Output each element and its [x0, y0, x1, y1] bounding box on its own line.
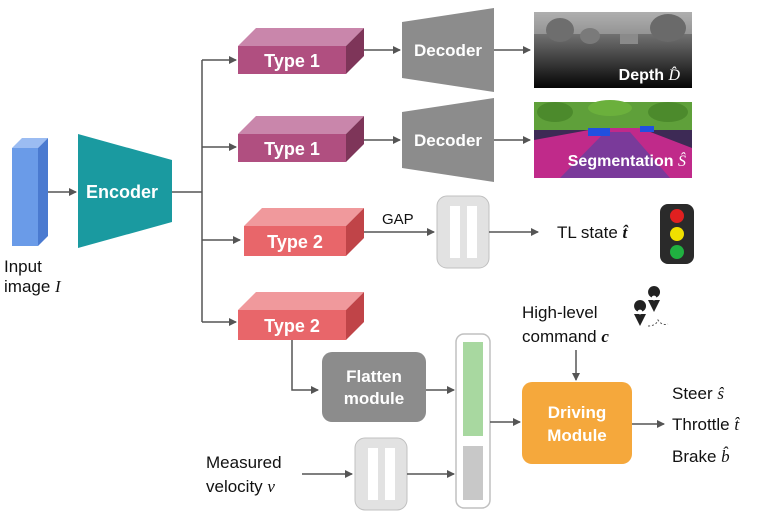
encoder-block [78, 134, 172, 248]
fc-block-tl [436, 195, 490, 269]
velocity-label-line2: velocity v [206, 477, 275, 496]
type1-block-depth [238, 28, 364, 74]
flatten-module-block [322, 352, 426, 422]
navigation-pin-icon [634, 286, 669, 327]
steer-label: Steer ŝ [672, 384, 724, 403]
depth-output-image [534, 12, 692, 88]
flatten-label-line2: module [344, 389, 404, 408]
type2-label-driving: Type 2 [264, 316, 320, 336]
type2-label-tl: Type 2 [267, 232, 323, 252]
decoder-block-depth [402, 8, 494, 92]
decoder-block-segmentation [402, 98, 494, 182]
type1-label-segmentation: Type 1 [264, 139, 320, 159]
flatten-label-line1: Flatten [346, 367, 402, 386]
brake-label: Brake b̂ [672, 447, 730, 466]
encoder-label: Encoder [86, 182, 158, 202]
type1-label-depth: Type 1 [264, 51, 320, 71]
input-label-line2: image I [4, 277, 62, 296]
throttle-label: Throttle t̂ [672, 415, 740, 434]
depth-output-label: Depth D̂ [619, 65, 681, 84]
decoder-label-segmentation: Decoder [414, 131, 482, 150]
segmentation-output-image [534, 100, 692, 178]
type1-block-segmentation [238, 116, 364, 162]
traffic-light-icon [660, 204, 694, 264]
driving-label-line2: Module [547, 426, 607, 445]
velocity-label-line1: Measured [206, 453, 282, 472]
type2-block-driving [238, 292, 364, 340]
command-label-line1: High-level [522, 303, 598, 322]
driving-module-block [522, 382, 632, 464]
concat-feature-vector [455, 333, 491, 509]
arrow-to-flatten [291, 340, 319, 394]
input-image-block [12, 138, 48, 246]
driving-label-line1: Driving [548, 403, 607, 422]
command-label-line2: command c [522, 327, 609, 346]
encoder-branch-lines [172, 60, 203, 322]
decoder-label-depth: Decoder [414, 41, 482, 60]
type2-block-tl [244, 208, 364, 256]
tl-state-label: TL state t̂ [557, 223, 629, 242]
gap-label: GAP [382, 211, 414, 228]
fc-block-velocity [354, 437, 408, 511]
input-label: Input [4, 257, 42, 276]
segmentation-output-label: Segmentation Ŝ [568, 151, 686, 170]
